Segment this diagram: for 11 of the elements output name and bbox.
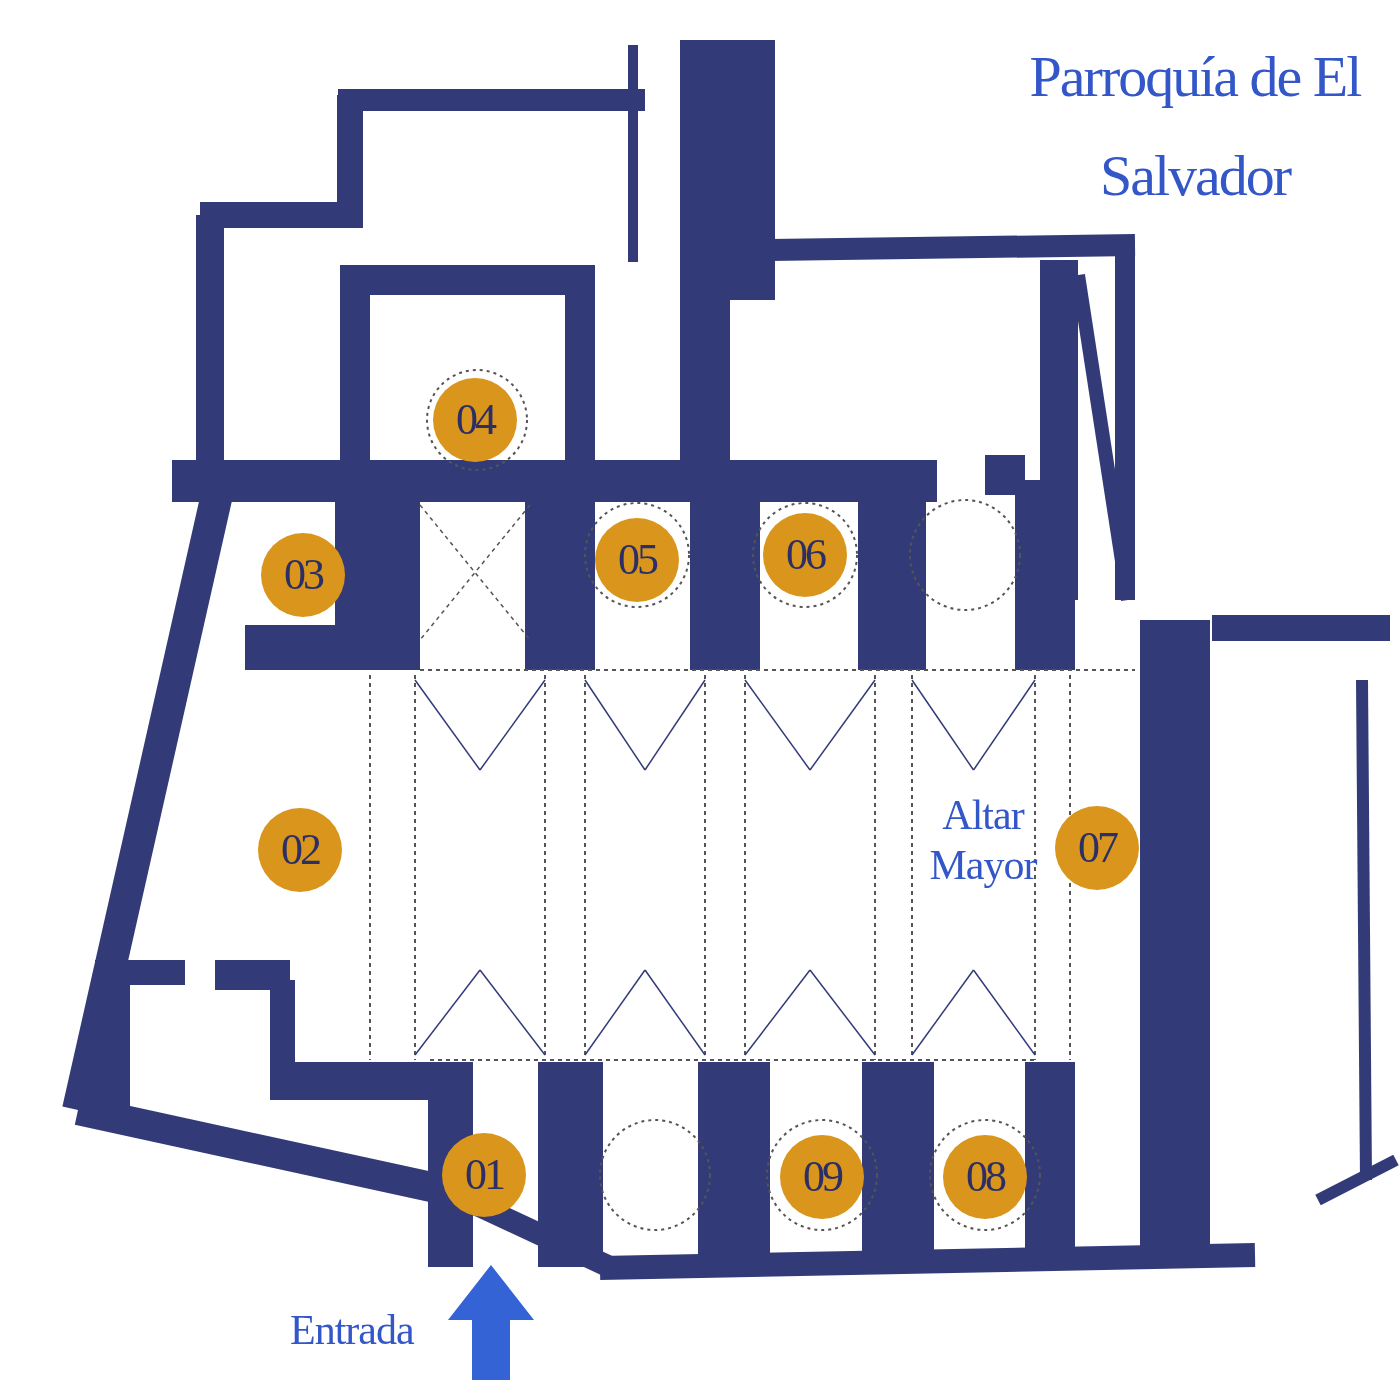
number-marker: 03: [261, 533, 345, 617]
number-marker: 09: [780, 1135, 864, 1219]
number-marker: 07: [1055, 806, 1139, 890]
number-marker: 06: [763, 513, 847, 597]
number-marker: 08: [943, 1135, 1027, 1219]
title: Parroquía de El Salvador: [1028, 43, 1362, 210]
number-marker: 04: [433, 378, 517, 462]
number-marker: 02: [258, 808, 342, 892]
number-marker: 05: [595, 518, 679, 602]
room-label: Altar Mayor: [928, 791, 1038, 891]
entrance-label: Entrada: [290, 1306, 415, 1355]
